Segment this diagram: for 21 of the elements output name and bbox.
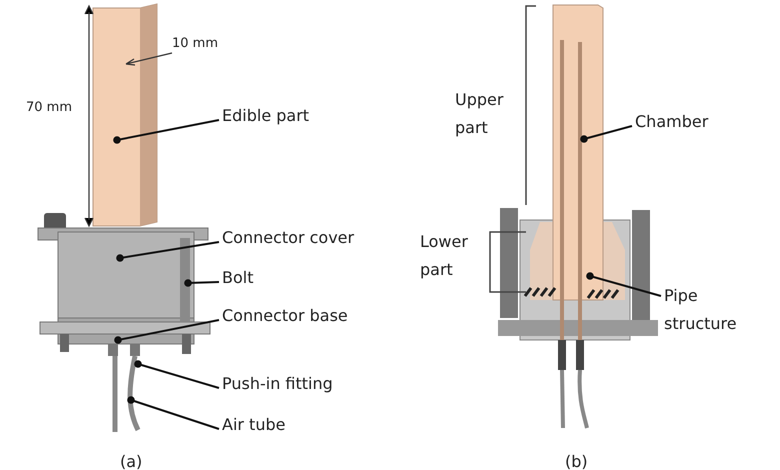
leader-line	[134, 360, 220, 389]
part-label: Lower part	[420, 231, 469, 281]
part-label: Connector base	[222, 306, 348, 325]
leader-line	[580, 125, 632, 143]
part-label: Bolt	[222, 268, 254, 287]
leader-line	[184, 279, 220, 287]
dimension-label: 10 mm	[172, 35, 218, 53]
part-label: Air tube	[222, 415, 286, 434]
part-label: Pipe structure	[664, 286, 737, 333]
panel-label: (a)	[120, 451, 142, 470]
leader-line	[127, 396, 220, 430]
leader-line	[114, 319, 220, 344]
panel-label: (b)	[565, 451, 588, 470]
dimension-label: 70 mm	[26, 99, 72, 117]
part-label: Upper part	[455, 89, 504, 139]
part-label: Push-in fitting	[222, 374, 333, 393]
part-label: Edible part	[222, 106, 310, 125]
part-label: Connector cover	[222, 228, 354, 247]
part-label: Chamber	[635, 112, 708, 131]
leader-line	[113, 119, 220, 144]
leader-line	[116, 241, 220, 262]
